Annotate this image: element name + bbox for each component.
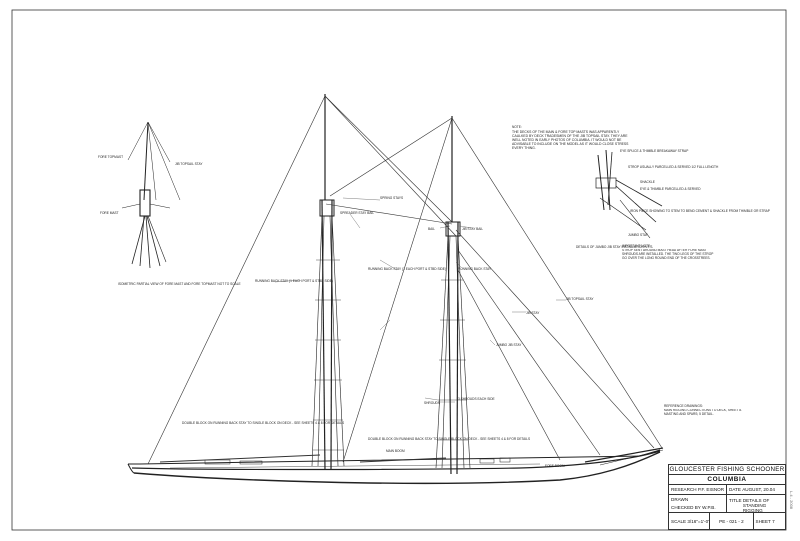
label-jib-topsail-stay: JIB TOPSAIL STAY	[566, 297, 594, 301]
date-cell: DATE AUGUST, 20.04	[727, 485, 785, 494]
label-running-backstay-main: RUNNING BACK STAY (1 EACH PORT & STBD SI…	[255, 279, 333, 283]
scale-label: SCALE	[671, 518, 687, 524]
detail-label-shackle: SHACKLE	[640, 180, 655, 184]
date-label: DATE	[729, 487, 741, 492]
title-block: GLOUCESTER FISHING SCHOONER COLUMBIA RES…	[668, 464, 786, 530]
hull	[127, 447, 664, 485]
sheet-value: 7	[772, 518, 775, 524]
drawing-border	[11, 9, 787, 531]
label-double-block-fore: DOUBLE BLOCK ON RUNNING BACK STAY TO SIN…	[368, 437, 530, 441]
important-heading: IMPORTANT NOTE:	[622, 244, 651, 248]
label-running-backstay-aft: RUNNING BACK STAY	[458, 267, 492, 271]
leader-lines	[274, 197, 566, 403]
label-fore-boom: FORE BOOM	[545, 464, 565, 468]
notes: NOTE: THE DECKS OF THE MAIN & FORE TOP M…	[512, 125, 742, 416]
label-spreader-stay: SPREADER STAY BAIL	[340, 211, 374, 215]
detail-label-splice: EYE SPLICE & THIMBLE BREAKAWAY STRAP	[620, 149, 688, 153]
isometric-inset: JIB TOPSAIL STAY FORE TOPMAST FORE MAST …	[98, 121, 241, 286]
date-value: AUGUST, 20.04	[742, 487, 775, 492]
detail-label-eye: EYE & THIMBLE PARCELLED & SERVED	[640, 187, 701, 191]
jumbo-jib-detail: EYE SPLICE & THIMBLE BREAKAWAY STRAP STR…	[576, 149, 770, 249]
label-bail: BAIL	[428, 227, 435, 231]
label-double-block-main: DOUBLE BLOCK ON RUNNING BACK STAY TO SIN…	[182, 421, 344, 425]
main-mast	[311, 94, 345, 471]
research-cell: RESEARCH P.F. EISNOR	[669, 485, 728, 494]
stays	[147, 95, 663, 465]
research-value: P.F. EISNOR	[697, 487, 725, 492]
title-label: TITLE	[729, 498, 742, 503]
title-line-1: GLOUCESTER FISHING SCHOONER	[669, 466, 785, 473]
scale-value: 3/16"=1'-0"	[687, 518, 710, 524]
detail-caption: DETAILS OF JUMBO JIB STAY INSTALLATION N…	[576, 245, 653, 249]
label-running-backstay-fore: RUNNING BACK STAY (1 EACH PORT & STBD SI…	[368, 267, 446, 271]
title-line-2: COLUMBIA	[707, 476, 747, 483]
title-cell: TITLE DETAILS OF STANDING RIGGING	[727, 495, 785, 512]
inset-label-jib-topsail: JIB TOPSAIL STAY	[175, 162, 203, 166]
detail-label-jumbo: JUMBO STAY	[628, 233, 649, 237]
label-jumbo-jib-stay: JUMBO JIB STAY	[496, 343, 522, 347]
inset-caption: ISOMETRIC PARTIAL VIEW OF FORE MAST AND …	[118, 282, 241, 286]
inset-label-fore-topmast: FORE TOPMAST	[98, 155, 123, 159]
scale-cell: SCALE 3/16"=1'-0"	[669, 513, 711, 529]
fore-mast	[435, 116, 471, 475]
detail-label-strop: STROP USUALLY PARCELLED & SERVED 1/2 FUL…	[628, 165, 719, 169]
margin-annotation: L.4 - 2008	[789, 491, 794, 510]
research-label: RESEARCH	[671, 487, 697, 492]
important-body: STROP SENT AROUND MAST HEAD AFTER FORE M…	[622, 249, 714, 260]
inset-label-fore-mast: FORE MAST	[100, 211, 119, 215]
label-shrouds: SHROUDS	[424, 401, 440, 405]
note-body: THE DECKS OF THE MAIN & FORE TOP MASTS W…	[512, 130, 629, 150]
note-heading: NOTE:	[512, 125, 522, 129]
label-main-boom: MAIN BOOM	[386, 449, 405, 453]
label-spring-stays: SPRING STAYS	[380, 196, 403, 200]
checked-value: W.P.B.	[702, 504, 716, 510]
drawn-checked-cell: DRAWN CHECKED BY W.P.B.	[669, 495, 728, 512]
inset-caption-text: ISOMETRIC PARTIAL VIEW OF FORE MAST AND …	[118, 282, 241, 286]
reference-body: MAIN RIGGING CONNECTIONS TO DECK, SHEET …	[664, 409, 742, 416]
reference-heading: REFERENCE DRAWINGS:	[664, 404, 703, 408]
detail-label-iron: IRON PIECE SHOWING TO STEM TO BEND CEMEN…	[630, 209, 770, 213]
label-jib-stay-bail: JIB STAY BAIL	[462, 227, 483, 231]
sheet-label: SHEET	[755, 518, 771, 524]
checked-label: CHECKED BY	[671, 504, 701, 510]
title-value: DETAILS OF STANDING RIGGING	[742, 498, 770, 512]
label-jib-stay: JIB STAY	[526, 311, 540, 315]
drawing-labels: SPRING STAYS SPREADER STAY BAIL BAIL JIB…	[182, 196, 594, 468]
margin-text: L.4 - 2008	[789, 491, 794, 510]
drawing-number: PE - 021 - 2	[710, 513, 754, 529]
drawn-label: DRAWN	[671, 497, 689, 503]
label-three-shrouds: 3 SHROUDS EACH SIDE	[458, 397, 495, 401]
sheet-cell: SHEET 7	[754, 513, 785, 529]
